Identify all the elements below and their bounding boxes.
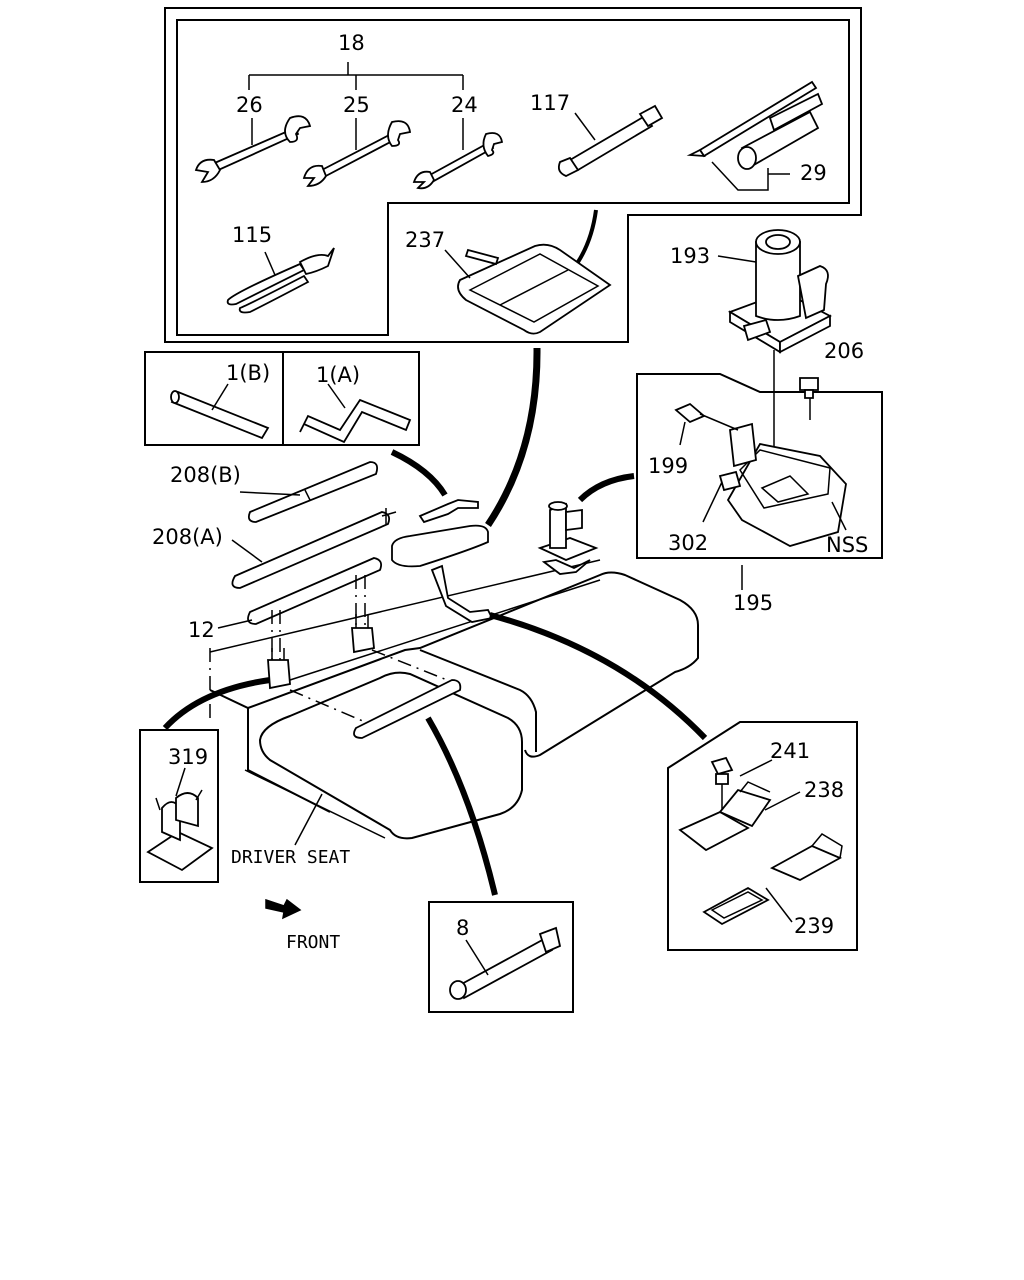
pliers-115-icon <box>226 247 335 314</box>
handle-box <box>144 351 420 446</box>
toolkit-frame <box>164 7 862 343</box>
label-part-26: 26 <box>236 93 263 117</box>
front-arrow-icon <box>265 898 302 920</box>
extension-bar-117-icon <box>557 104 664 177</box>
label-part-237: 237 <box>405 228 445 252</box>
bar-208a-icon <box>231 508 397 589</box>
bar-12-icon <box>217 557 383 629</box>
label-part-29: 29 <box>800 161 827 185</box>
jack-on-seat-icon <box>537 501 599 575</box>
clip-left-icon <box>267 648 291 690</box>
tool-bag-237-icon <box>444 209 612 335</box>
label-part-241: 241 <box>770 739 810 763</box>
clip-319-box <box>139 729 219 883</box>
label-part-117: 117 <box>530 91 570 115</box>
label-nss: NSS <box>826 533 868 557</box>
label-part-238: 238 <box>804 778 844 802</box>
label-part-1a: 1(A) <box>316 363 360 387</box>
label-part-302: 302 <box>668 531 708 555</box>
jack-193-icon <box>717 229 832 354</box>
label-part-199: 199 <box>648 454 688 478</box>
front-caption: FRONT <box>286 932 340 953</box>
wrench-25-icon <box>302 118 412 187</box>
label-part-25: 25 <box>343 93 370 117</box>
label-part-206: 206 <box>824 339 864 363</box>
bracket-box <box>667 721 858 951</box>
seat-outline <box>209 559 699 840</box>
clip-right-icon <box>351 614 375 654</box>
label-part-8: 8 <box>456 916 469 940</box>
wrench-set-bracket <box>248 62 464 90</box>
label-part-24: 24 <box>451 93 478 117</box>
wheel-brace-29-icon <box>686 80 824 191</box>
label-part-208b: 208(B) <box>170 463 241 487</box>
part-labels: 18 26 25 24 117 29 115 237 193 206 199 3… <box>152 31 868 953</box>
wrench-26-icon <box>194 115 312 183</box>
driver-seat-caption: DRIVER SEAT <box>231 847 350 868</box>
label-part-18: 18 <box>338 31 365 55</box>
label-part-208a: 208(A) <box>152 525 223 549</box>
label-part-239: 239 <box>794 914 834 938</box>
label-part-1b: 1(B) <box>226 361 270 385</box>
jack-case-195-icon <box>674 402 847 547</box>
label-part-319: 319 <box>168 745 208 769</box>
bar-208b-icon <box>239 461 379 523</box>
label-part-12: 12 <box>188 618 215 642</box>
label-part-193: 193 <box>670 244 710 268</box>
wrench-8-box <box>428 901 574 1013</box>
wrench-24-icon <box>412 118 504 190</box>
label-part-195: 195 <box>733 591 773 615</box>
label-part-115: 115 <box>232 223 272 247</box>
